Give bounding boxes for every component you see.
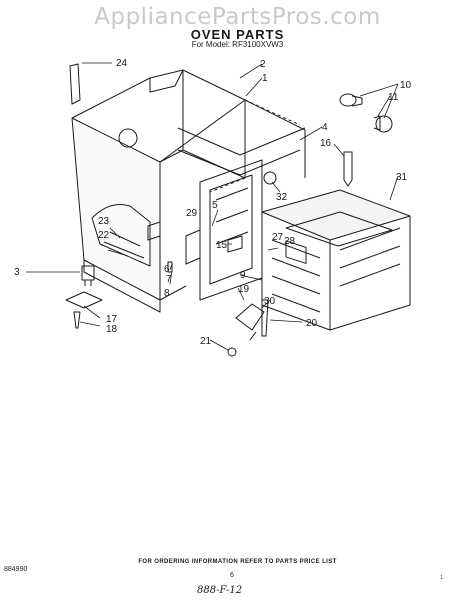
callout-29: 29 [186, 208, 198, 219]
callout-31: 31 [396, 172, 408, 183]
oven-cabinet [71, 69, 306, 313]
callout-10: 10 [400, 80, 412, 91]
hinge-assembly [227, 299, 269, 357]
corner-code: 1 [440, 575, 444, 581]
callout-2: 2 [260, 59, 266, 70]
watermark-text: AppliancePartsPros.com [94, 4, 381, 30]
page-title: OVEN PARTS [190, 27, 285, 42]
oven-liner [261, 189, 411, 331]
callout-28: 28 [284, 236, 296, 247]
callout-32: 32 [276, 192, 288, 203]
callout-24: 24 [116, 58, 128, 69]
callout-labels: 1 2 3 4 5 6 7 8 9 10 11 15 16 17 18 19 2… [14, 58, 412, 347]
callout-1: 1 [262, 73, 268, 84]
door-frame [199, 159, 263, 301]
sensor-16 [343, 151, 353, 187]
grommet-32 [263, 171, 277, 185]
callout-19: 19 [238, 284, 250, 295]
handwritten-note: 888-F-12 [197, 585, 243, 596]
bracket-24 [69, 63, 81, 105]
callout-16: 16 [320, 138, 332, 149]
oven-knobs [339, 93, 393, 133]
callout-20: 20 [306, 318, 318, 329]
callout-3: 3 [14, 267, 20, 278]
ordering-info-note: FOR ORDERING INFORMATION REFER TO PARTS … [138, 559, 337, 565]
callout-8: 8 [164, 288, 170, 299]
callout-22: 22 [98, 230, 110, 241]
callout-6: 6 [164, 264, 170, 275]
leveler-17-18 [65, 291, 103, 329]
callout-7: 7 [166, 274, 172, 285]
leader-lines [26, 62, 399, 351]
clip-15 [227, 235, 243, 253]
page-number: 6 [230, 572, 234, 579]
foot-3 [81, 265, 95, 286]
callout-23: 23 [98, 216, 110, 227]
callout-27: 27 [272, 232, 284, 243]
callout-21: 21 [200, 336, 212, 347]
callout-18: 18 [106, 324, 118, 335]
callout-30: 30 [264, 296, 276, 307]
callout-17: 17 [106, 314, 118, 325]
callout-9: 9 [240, 270, 246, 281]
model-number: For Model: RF3100XVW3 [191, 40, 284, 49]
callout-5: 5 [212, 200, 218, 211]
callout-4: 4 [322, 122, 328, 133]
callout-15: 15 [216, 240, 228, 251]
clip-29 [185, 229, 201, 265]
callout-11: 11 [388, 92, 399, 103]
document-code: 884990 [4, 566, 28, 573]
